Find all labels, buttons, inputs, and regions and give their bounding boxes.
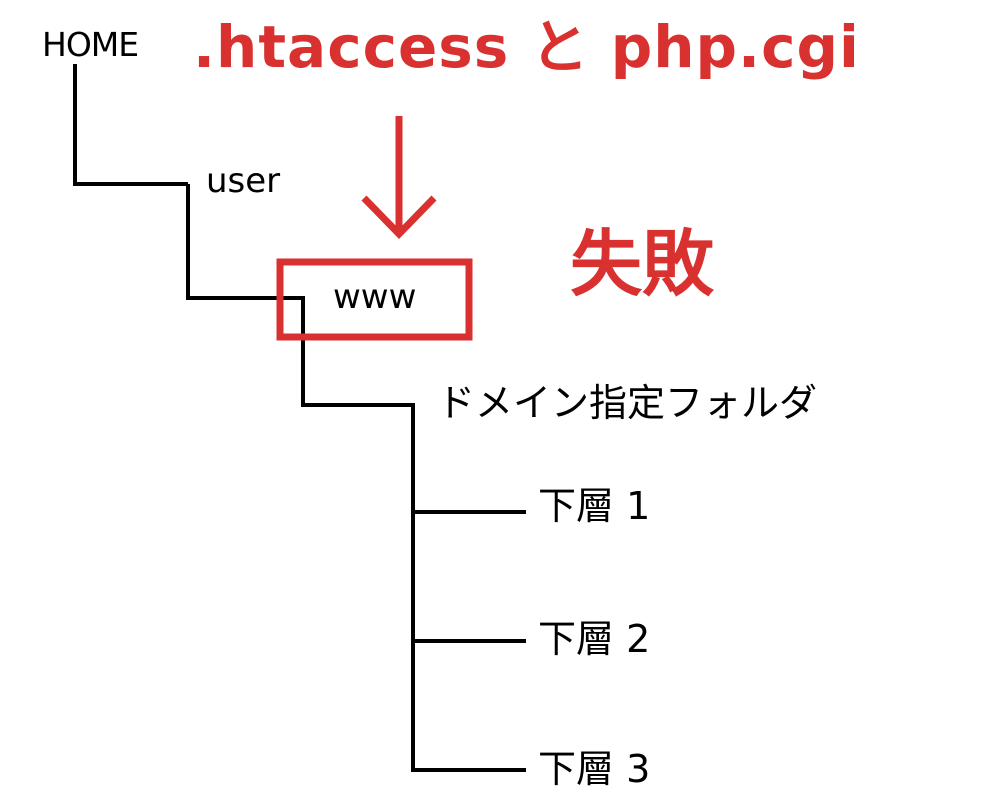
connector-home-user xyxy=(73,64,188,186)
node-sub-2: 下層 2 xyxy=(538,617,651,661)
www-highlight-box xyxy=(276,258,473,341)
annotation-files: .htaccess と php.cgi xyxy=(193,13,860,81)
node-sub-1: 下層 1 xyxy=(538,484,651,528)
node-home: HOME xyxy=(42,25,139,64)
node-domain-folder: ドメイン指定フォルダ xyxy=(437,381,818,425)
node-user: user xyxy=(206,161,281,201)
node-sub-3: 下層 3 xyxy=(538,747,651,791)
node-www: www xyxy=(333,277,417,317)
down-arrow-icon xyxy=(361,116,437,240)
connector-user-www xyxy=(186,184,305,300)
annotation-result: 失敗 xyxy=(570,222,715,306)
